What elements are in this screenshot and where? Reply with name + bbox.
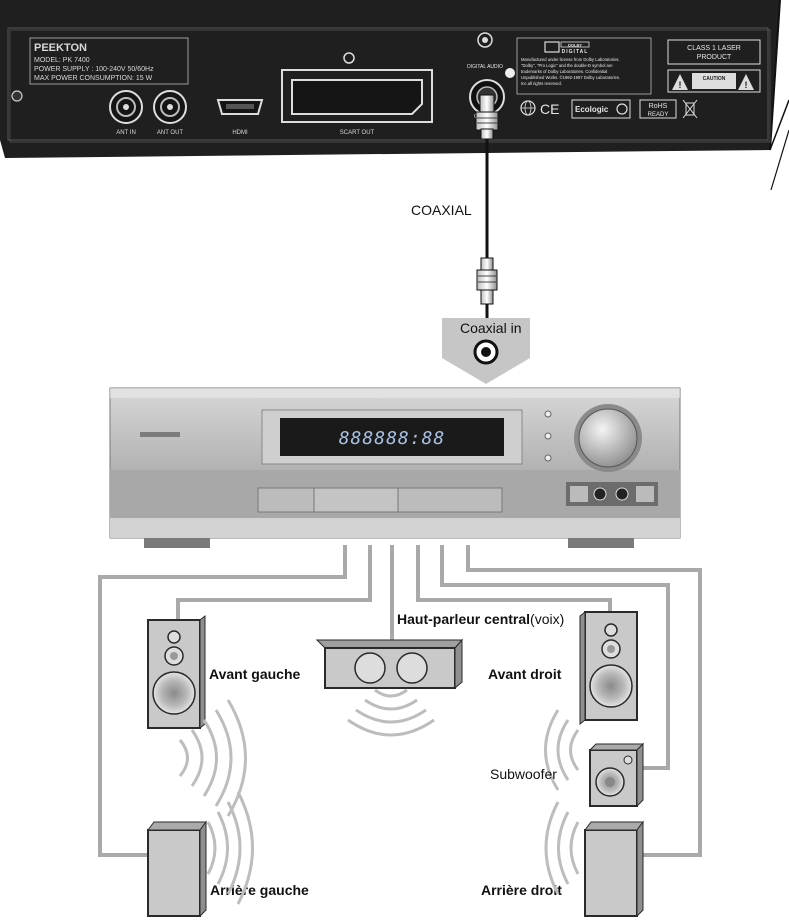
- svg-text:!: !: [745, 80, 748, 90]
- rear-right-label: Arrière droit: [481, 882, 562, 898]
- receiver-foot: [568, 538, 634, 548]
- headphone-jack-icon[interactable]: [615, 487, 629, 501]
- class-laser-line: PRODUCT: [697, 54, 732, 61]
- woofer-icon: [354, 652, 386, 684]
- front-right-label: Avant droit: [488, 666, 562, 682]
- panel-hole-icon: [343, 52, 355, 64]
- warning-triangle-icon: [738, 74, 754, 90]
- hdmi-port[interactable]: HDMI: [216, 99, 264, 136]
- speaker-front-left: [147, 614, 206, 730]
- dolby-logo-bottom: DIGITAL: [562, 49, 589, 55]
- recycle-icon: [616, 103, 628, 115]
- dolby-notice-line: Unpublished Works. ©1992-1997 Dolby Labo…: [521, 75, 620, 80]
- led-indicator: [544, 432, 552, 440]
- dolby-notice-line: "Dolby", "Pro Logic" and the double-D sy…: [521, 63, 613, 68]
- receiver-display-text: 888888:88: [339, 428, 446, 449]
- front-button[interactable]: [570, 486, 588, 502]
- woofer-icon: [589, 664, 633, 708]
- coaxial-in-label: Coaxial in: [460, 320, 521, 336]
- laser-label-box: CLASS 1 LASER PRODUCT: [667, 39, 761, 65]
- digital-audio-label: DIGITAL AUDIO: [467, 64, 503, 70]
- subwoofer-label: Subwoofer: [490, 766, 557, 782]
- optical-port[interactable]: [505, 68, 515, 78]
- panel-hole-icon: [477, 32, 493, 48]
- screw-icon: [11, 90, 23, 102]
- dolby-notice-line: Manufactured under license from Dolby La…: [521, 57, 620, 62]
- player-brand: PEEKTON: [34, 42, 87, 54]
- speaker-center: [315, 638, 464, 690]
- receiver-display: [280, 418, 504, 456]
- woofer-icon: [396, 652, 428, 684]
- certification-row: CE Ecologic RoHS READY: [520, 99, 698, 119]
- volume-knob[interactable]: [574, 404, 642, 472]
- led-indicator: [544, 410, 552, 418]
- dolby-notice-line: Inc.all rights reserved.: [521, 81, 562, 86]
- ant-out-label: ANT OUT: [157, 130, 184, 136]
- panel-hole-icon: [482, 37, 488, 43]
- scart-port[interactable]: SCART OUT: [281, 69, 433, 136]
- rohs-mark: RoHS: [649, 103, 668, 110]
- led-indicator: [544, 454, 552, 462]
- receiver-button[interactable]: [397, 487, 503, 513]
- sound-wave-icon: [178, 699, 247, 817]
- receiver-button[interactable]: [313, 487, 399, 513]
- speaker-front-right: [579, 610, 638, 726]
- sound-wave-icon: [347, 688, 435, 737]
- receiver-foot: [144, 538, 210, 548]
- receiver-button[interactable]: [257, 487, 315, 513]
- coaxial-in-indicator: Coaxial in: [442, 318, 530, 384]
- center-label-main: Haut-parleur central: [397, 611, 530, 627]
- center-speaker-label: Haut-parleur central(voix): [397, 611, 564, 627]
- speaker-wires: [98, 545, 702, 857]
- sound-wave-icon: [544, 709, 580, 791]
- receiver-slot: [140, 432, 180, 437]
- sound-wave-icon: [206, 791, 254, 905]
- speaker-subwoofer: [588, 742, 645, 808]
- player-power-supply: POWER SUPPLY : 100-240V 50/60Hz: [34, 66, 154, 73]
- weee-bin-icon: [682, 99, 698, 119]
- coaxial-cable-label: COAXIAL: [411, 202, 472, 218]
- dolby-logo-top: DOLBY: [568, 43, 582, 48]
- caution-text: CAUTION: [703, 76, 726, 82]
- svg-text:!: !: [679, 80, 682, 90]
- caution-label: ! CAUTION !: [667, 69, 761, 93]
- dolby-logo-icon: [544, 41, 560, 53]
- woofer-icon: [152, 671, 196, 715]
- warning-triangle-icon: [672, 74, 688, 90]
- rca-plug-icon: [475, 94, 499, 140]
- ant-in-port[interactable]: ANT IN: [109, 90, 143, 136]
- player-model: MODEL: PK 7400: [34, 57, 90, 64]
- front-button[interactable]: [636, 486, 654, 502]
- player-info-box: PEEKTON MODEL: PK 7400 POWER SUPPLY : 10…: [29, 37, 189, 85]
- speaker-rear-right: [584, 820, 644, 918]
- dolby-notice-line: trademarks of Dolby Laboratories. Confid…: [521, 69, 607, 74]
- player-back-panel: PEEKTON MODEL: PK 7400 POWER SUPPLY : 10…: [0, 0, 789, 191]
- speaker-rear-left: [147, 820, 207, 918]
- ecologic-mark: Ecologic: [575, 105, 609, 114]
- player-max-power: MAX POWER CONSUMPTION: 15 W: [34, 75, 153, 82]
- tweeter-icon: [167, 630, 181, 644]
- ant-out-port[interactable]: ANT OUT: [153, 90, 187, 136]
- scart-out-label: SCART OUT: [340, 130, 375, 136]
- hdmi-label: HDMI: [232, 130, 248, 136]
- tweeter-icon: [604, 623, 618, 637]
- rca-plug-icon: [476, 257, 498, 305]
- rohs-ready-mark: READY: [648, 112, 669, 118]
- av-receiver: 888888:88: [109, 387, 681, 548]
- sound-wave-icon: [544, 801, 580, 895]
- front-left-label: Avant gauche: [209, 666, 300, 682]
- ce-mark: CE: [540, 101, 559, 117]
- center-label-voice: (voix): [530, 611, 564, 627]
- ant-in-label: ANT IN: [116, 130, 136, 136]
- headphone-jack-icon[interactable]: [593, 487, 607, 501]
- dolby-notice: DOLBY DIGITAL Manufactured under license…: [516, 37, 652, 95]
- rear-left-label: Arrière gauche: [210, 882, 309, 898]
- class-laser-line: CLASS 1 LASER: [687, 45, 741, 52]
